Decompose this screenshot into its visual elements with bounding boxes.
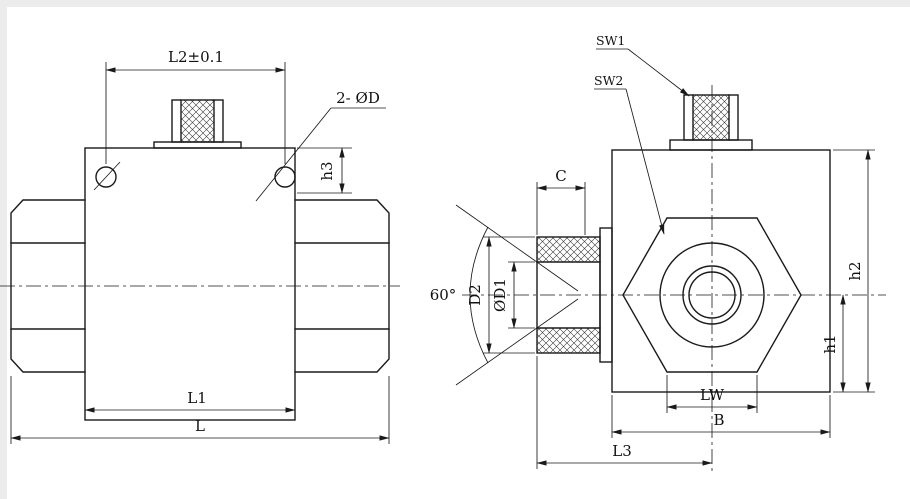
dim-l3: L3 — [536, 356, 713, 469]
dim-h3: h3 — [297, 147, 352, 194]
dim-label-l1: L1 — [187, 389, 207, 407]
callout-sw1-leader — [627, 48, 690, 97]
callout-leader — [255, 107, 332, 202]
mounting-hole-right — [274, 166, 296, 188]
stem-thread-hatch-side — [693, 95, 729, 140]
dim-label-h3: h3 — [318, 161, 336, 180]
hole-slash-left — [93, 161, 121, 191]
dim-label-h2: h2 — [846, 261, 864, 280]
dim-h2: h2 — [833, 149, 875, 393]
callout-sw1: SW1 — [596, 33, 690, 97]
cone-line-upper — [455, 204, 579, 292]
dim-label-d2: D2 — [466, 284, 484, 306]
fitting-washer — [599, 227, 613, 363]
cone-angle-arc — [469, 226, 489, 364]
hex-boss — [622, 217, 802, 373]
port-bore-inner — [688, 271, 736, 319]
dim-l1: L1 — [84, 389, 296, 413]
dim-label-lw: LW — [700, 386, 725, 404]
cone-line-lower — [455, 298, 579, 386]
dim-label-l: L — [195, 417, 205, 435]
dim-b: B — [611, 395, 831, 438]
port-outer-circle — [659, 242, 765, 348]
dim-label-l3: L3 — [612, 442, 632, 460]
dim-label-cone-angle: 60° — [430, 286, 457, 304]
page-edge-top — [0, 0, 910, 7]
valve-body-side — [611, 149, 831, 393]
dim-c: C — [536, 167, 586, 235]
dim-l2: L2±0.1 — [105, 48, 286, 164]
stem-flange-side — [669, 139, 753, 151]
fitting-hatch-bottom — [537, 328, 600, 353]
mounting-hole-left — [95, 166, 117, 188]
dim-label-sw1: SW1 — [596, 33, 625, 48]
front-view: L2±0.1 2- ØD h3 L1 — [0, 48, 400, 444]
dim-l: L — [10, 376, 390, 444]
fitting-hatch-top — [537, 237, 600, 262]
port-bore-outer — [682, 265, 742, 325]
dim-label-c: C — [555, 167, 566, 185]
hex-nut-right — [294, 199, 390, 373]
dim-d1: ØD1 — [491, 261, 535, 329]
callout-sw2: SW2 — [594, 73, 665, 235]
dim-label-d1: ØD1 — [491, 278, 509, 312]
callout-hole-diameter: 2- ØD — [255, 89, 386, 202]
dim-label-l2: L2±0.1 — [168, 48, 224, 66]
side-view: 60° C D2 ØD1 — [430, 33, 886, 472]
dim-label-h1: h1 — [821, 334, 839, 353]
dim-d2: D2 — [466, 236, 535, 354]
cone-angle-callout: 60° — [430, 204, 579, 386]
dim-label-hole-callout: 2- ØD — [336, 89, 380, 107]
dim-label-b: B — [713, 411, 724, 429]
callout-sw2-leader — [625, 88, 665, 235]
stem-thread-hatch-front — [181, 100, 214, 142]
dim-lw: LW — [666, 375, 758, 413]
dim-h1: h1 — [821, 294, 846, 393]
hex-nut-left — [10, 199, 86, 373]
dim-label-sw2: SW2 — [594, 73, 623, 88]
page-edge-left — [0, 0, 7, 499]
stem-flange-front — [153, 141, 242, 149]
valve-body-front — [84, 147, 296, 421]
